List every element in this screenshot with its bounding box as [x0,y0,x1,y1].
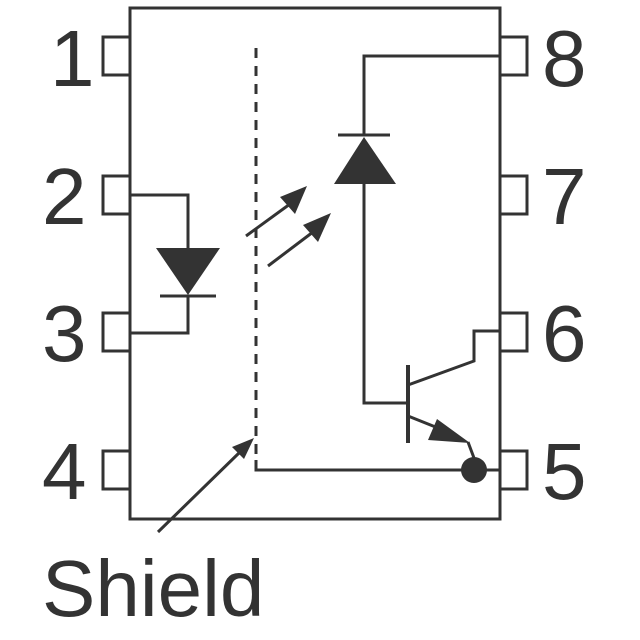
light-arrow-lower-shaft [267,230,314,268]
pin-7-label: 7 [542,152,587,241]
light-arrow-upper-shaft [245,202,291,238]
led-cathode-wire [130,296,190,335]
shield-pointer [156,438,254,534]
shield-ground-wire [254,460,500,472]
pin-2-label: 2 [42,152,87,241]
shield-pointer-line [156,450,242,534]
transistor-emitter-arrow [428,419,470,443]
pin-7-pad [498,174,529,216]
shield-junction-dot [461,457,487,483]
pin-4-label: 4 [42,427,87,516]
photodiode-triangle [334,137,396,184]
photodiode-icon [334,54,500,405]
pin-1-pad [101,35,132,77]
transistor-icon [406,329,500,459]
photodiode-top-wire [362,54,500,135]
light-arrow-upper-head [280,186,307,214]
pin-3-pad [101,311,132,353]
pin-2-pad [101,174,132,216]
pin-5-pad [498,449,529,491]
pin-8-pad [498,35,529,77]
shield-caption: Shield [42,544,264,633]
shield-pointer-arrowhead [232,438,254,459]
transistor-collector-wire [407,329,500,387]
pin-1-label: 1 [50,14,95,103]
light-arrow-lower-head [303,213,331,242]
pin-6-pad [498,311,529,353]
led-triangle [156,248,220,295]
pin-5-label: 5 [542,427,587,516]
led-anode-wire [130,193,190,248]
pin-4-pad [101,449,132,491]
light-arrow-icon [245,186,331,268]
led-diode-icon [130,193,220,335]
pin-3-label: 3 [42,289,87,378]
transistor-emitter-to-dot [466,441,476,459]
pin-6-label: 6 [542,289,587,378]
pin-8-label: 8 [542,14,587,103]
photodiode-to-base-wire [362,184,408,405]
